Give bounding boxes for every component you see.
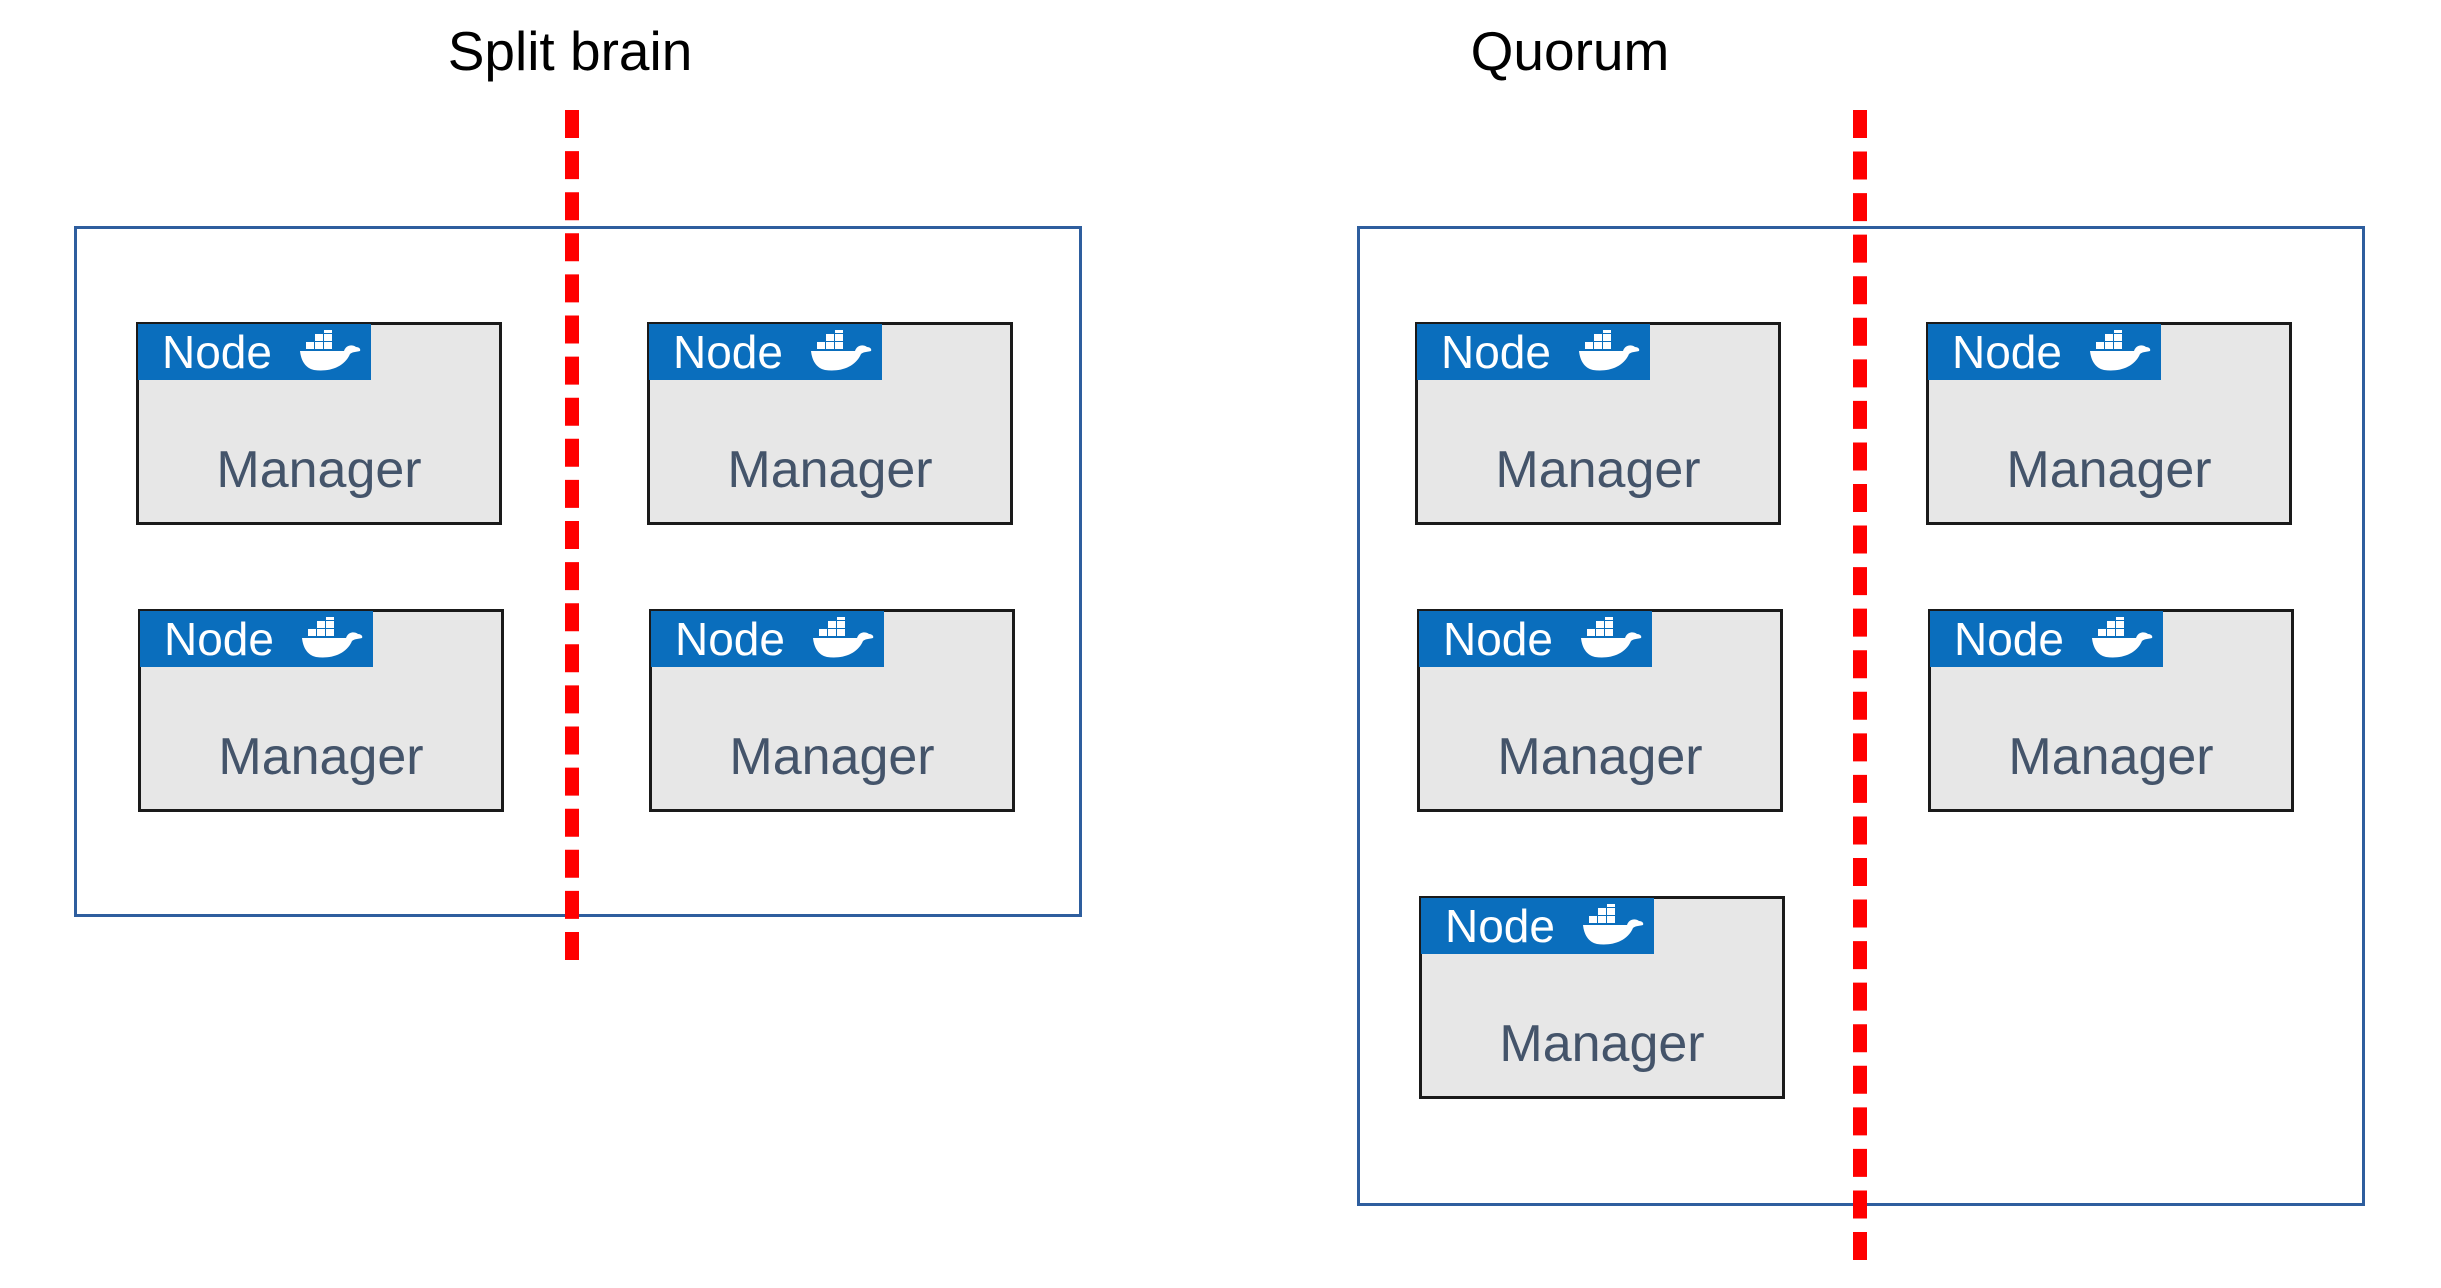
role-label: Manager — [1499, 1015, 1705, 1073]
node-label: Node — [162, 326, 272, 378]
quorum-title: Quorum — [1470, 20, 1670, 82]
role-label: Manager — [2006, 441, 2212, 499]
split-brain-partition-line — [565, 110, 579, 960]
docker-whale-icon — [2090, 330, 2151, 371]
quorum-node-1: Node Manager — [1415, 322, 1781, 525]
docker-whale-icon — [2092, 617, 2153, 658]
split-brain-title: Split brain — [447, 20, 693, 82]
docker-whale-icon — [1583, 904, 1644, 945]
quorum-node-3: Node Manager — [1417, 609, 1783, 812]
docker-whale-icon — [1579, 330, 1640, 371]
quorum-partition-line — [1853, 110, 1867, 1260]
role-label: Manager — [727, 441, 933, 499]
split-brain-node-1: Node Manager — [136, 322, 502, 525]
node-label: Node — [164, 613, 274, 665]
quorum-node-2: Node Manager — [1926, 322, 2292, 525]
docker-whale-icon — [300, 330, 361, 371]
docker-whale-icon — [813, 617, 874, 658]
node-label: Node — [1443, 613, 1553, 665]
node-label: Node — [673, 326, 783, 378]
node-label: Node — [1445, 900, 1555, 952]
role-label: Manager — [1497, 728, 1703, 786]
docker-whale-icon — [302, 617, 363, 658]
docker-whale-icon — [811, 330, 872, 371]
docker-whale-icon — [1581, 617, 1642, 658]
node-tag: Node — [1417, 324, 1650, 380]
node-tag: Node — [649, 324, 882, 380]
node-tag: Node — [140, 611, 373, 667]
role-label: Manager — [2008, 728, 2214, 786]
node-label: Node — [1954, 613, 2064, 665]
node-tag: Node — [138, 324, 371, 380]
node-tag: Node — [1421, 898, 1654, 954]
node-tag: Node — [1930, 611, 2163, 667]
node-label: Node — [1952, 326, 2062, 378]
role-label: Manager — [218, 728, 424, 786]
role-label: Manager — [729, 728, 935, 786]
split-brain-node-3: Node Manager — [138, 609, 504, 812]
split-brain-node-4: Node Manager — [649, 609, 1015, 812]
role-label: Manager — [216, 441, 422, 499]
node-tag: Node — [1928, 324, 2161, 380]
node-tag: Node — [651, 611, 884, 667]
quorum-node-4: Node Manager — [1928, 609, 2294, 812]
quorum-node-5: Node Manager — [1419, 896, 1785, 1099]
node-label: Node — [1441, 326, 1551, 378]
node-label: Node — [675, 613, 785, 665]
node-tag: Node — [1419, 611, 1652, 667]
role-label: Manager — [1495, 441, 1701, 499]
split-brain-node-2: Node Manager — [647, 322, 1013, 525]
